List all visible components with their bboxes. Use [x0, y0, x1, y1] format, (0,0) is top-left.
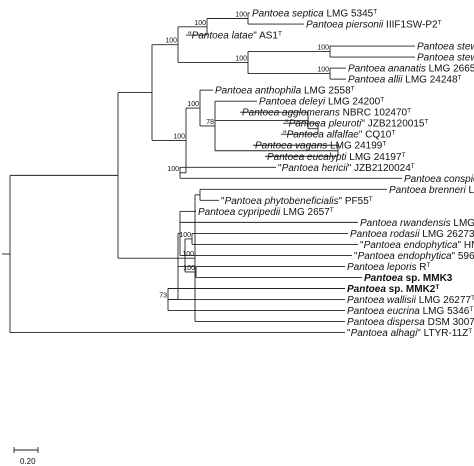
taxon-label: Pantoea vagans LMG 24199T: [255, 140, 386, 152]
taxon-label: Pantoea eucrina LMG 5346T: [347, 306, 473, 318]
taxon-label: "Pantoea endophytica" HN-23: [360, 240, 474, 251]
taxon-label: Pantoea deleyi LMG 24200T: [259, 96, 384, 108]
bootstrap-label: 100: [235, 56, 247, 63]
taxon-label: Pantoea sp. MMK2T: [347, 284, 439, 296]
taxon-label: "Pantoea hericii" JZB2120024T: [278, 162, 415, 174]
bootstrap-label: 100: [194, 20, 206, 27]
taxon-label: "Pantoea alfalfae" CQ10T: [283, 129, 395, 141]
taxon-label: "Pantoea pleuroti" JZB2120015T: [285, 118, 428, 130]
bootstrap-label: 100: [179, 232, 191, 239]
taxon-label: Pantoea cypripedii LMG 2657T: [198, 206, 334, 218]
taxon-label: Pantoea anthophila LMG 2558T: [215, 85, 355, 97]
bootstrap-label: 100: [167, 166, 179, 173]
taxon-label: Pantoea septica LMG 5345T: [252, 8, 377, 20]
taxon-label: Pantoea rodasii LMG 26273T: [350, 228, 474, 240]
taxon-label: Pantoea piersonii IIIF1SW-P2T: [306, 19, 442, 31]
scale-bar: 0.20: [13, 447, 39, 466]
taxon-label: Pantoea stewartii subsp. stewartii CCUG …: [417, 41, 474, 53]
taxon-label: Pantoea brenneri LMG 5343T: [389, 184, 474, 196]
taxon-label: "Pantoea alhagi" LTYR-11ZT: [347, 328, 472, 340]
bootstrap-label: 78: [206, 119, 214, 126]
taxon-label: Pantoea conspicua LMG 24534T: [404, 173, 474, 185]
taxon-label: Pantoea allii LMG 24248T: [348, 74, 462, 86]
taxon-label: Pantoea stewartii subsp. indologenes LMG…: [417, 52, 474, 64]
taxon-label: Pantoea dispersa DSM 30073T: [347, 317, 474, 329]
bootstrap-label: 100: [317, 45, 329, 52]
bootstrap-label: 100: [165, 38, 177, 45]
bootstrap-label: 73: [159, 293, 167, 300]
taxon-label: Pantoea eucalypti LMG 24197T: [267, 151, 406, 163]
bootstrap-label: 100: [173, 133, 185, 140]
bootstrap-label: 100: [182, 251, 194, 258]
taxon-label: Pantoea wallisii LMG 26277T: [347, 295, 474, 307]
tree-branches: [2, 12, 415, 334]
taxon-label: "Pantoea endophytica" 596T: [354, 250, 474, 262]
taxon-label: Pantoea ananatis LMG 2665T: [348, 63, 474, 75]
taxon-label: Pantoea agglomerans NBRC 102470T: [242, 107, 411, 119]
taxon-label: Pantoea sp. MMK3: [364, 273, 453, 284]
taxon-label: "Pantoea phytobeneficialis" PF55T: [221, 195, 373, 207]
bootstrap-values: 100 100 100 100 100 100 78 100 100 100 100 100 73 100: [159, 12, 329, 300]
taxon-label: Pantoea leporis RT: [347, 261, 431, 273]
scale-bar-label: 0.20: [20, 457, 36, 466]
taxon-label: Pantoea rwandensis LMG 26275T: [360, 217, 474, 229]
bootstrap-label: 100: [317, 67, 329, 74]
bootstrap-label: 100: [235, 12, 247, 19]
bootstrap-label: 100: [187, 101, 199, 108]
bootstrap-label: 100: [183, 265, 195, 272]
taxon-label: "Pantoea latae" AS1T: [188, 30, 282, 42]
